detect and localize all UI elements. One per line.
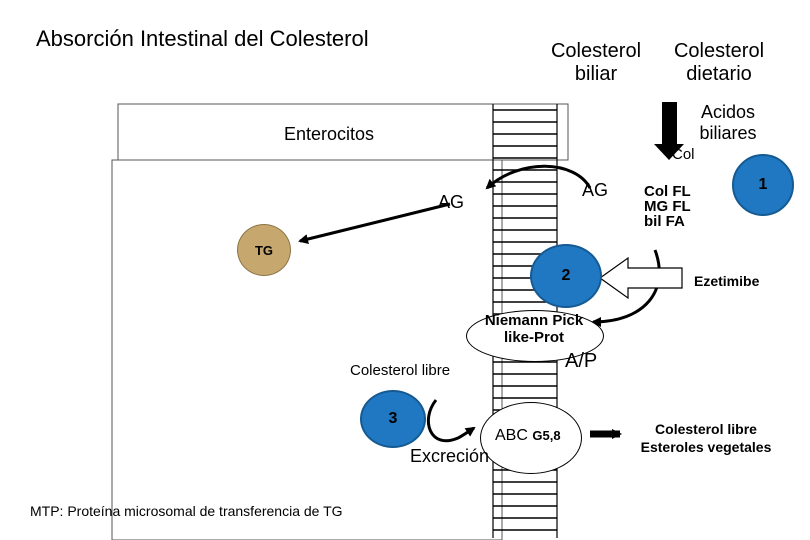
footnote: MTP: Proteína microsomal de transferenci…	[30, 503, 343, 519]
circle3-abc-arrow	[426, 399, 476, 443]
label-abc-sub: G5,8	[532, 428, 561, 443]
circle-3: 3	[360, 390, 426, 448]
circle-1: 1	[732, 154, 794, 216]
tg-circle: TG	[237, 224, 291, 276]
ezetimibe-block-arrow	[598, 256, 683, 300]
dietary-arrow	[654, 102, 684, 160]
label-colesterol-dietario-line1: Colesterol	[673, 40, 765, 62]
micelle-npc-arrow	[591, 249, 661, 327]
label-ezetimibe: Ezetimibe	[694, 273, 760, 289]
micelle-line3: bil FA	[644, 213, 685, 230]
label-excrecion: Excreción	[410, 446, 490, 466]
micelle-line2: MG FL	[644, 198, 691, 215]
abc-ellipse	[480, 402, 582, 474]
label-abc-main: ABC	[495, 427, 528, 444]
label-colesterol-biliar-line1: Colesterol	[550, 40, 642, 62]
label-right-bottom-line2: Esteroles vegetales	[640, 439, 772, 455]
label-niemann-pick: Niemann Pick like-Prot	[466, 312, 602, 347]
label-acidos-biliares-line1: Acidos	[700, 102, 756, 122]
label-col-top: Col	[672, 146, 695, 163]
micelle-label: Col FL MG FL bil FA	[644, 184, 691, 229]
niemann-pick-ellipse	[466, 310, 604, 362]
ag-tg-arrow	[298, 202, 451, 244]
label-colesterol-biliar-line2: biliar	[574, 63, 618, 85]
label-colesterol-dietario-line2: dietario	[686, 63, 752, 85]
micelle-line1: Col FL	[644, 183, 691, 200]
ag-curve-arrow	[485, 164, 592, 190]
label-abc: ABC G5,8	[495, 427, 561, 445]
enterocyte-main	[111, 159, 503, 540]
page-title: Absorción Intestinal del Colesterol	[36, 26, 369, 51]
label-right-bottom-line1: Colesterol libre	[655, 421, 757, 437]
circle-2: 2	[530, 244, 602, 308]
label-colesterol-libre: Colesterol libre	[350, 362, 451, 379]
label-ag-left: AG	[438, 192, 465, 212]
label-acidos-biliares-line2: biliares	[699, 122, 757, 143]
label-acidos-biliares: Acidos biliares	[690, 102, 766, 143]
label-colesterol-dietario: Colesterol dietario	[664, 40, 774, 86]
label-right-bottom: Colesterol libre Esteroles vegetales	[626, 420, 786, 456]
label-ag-right: AG	[582, 180, 609, 200]
label-ap: A/P	[565, 350, 598, 372]
label-enterocitos: Enterocitos	[284, 124, 375, 144]
label-niemann-pick-line1: Niemann Pick	[484, 312, 584, 329]
label-niemann-pick-line2: like-Prot	[503, 329, 564, 347]
label-colesterol-biliar: Colesterol biliar	[544, 40, 648, 86]
